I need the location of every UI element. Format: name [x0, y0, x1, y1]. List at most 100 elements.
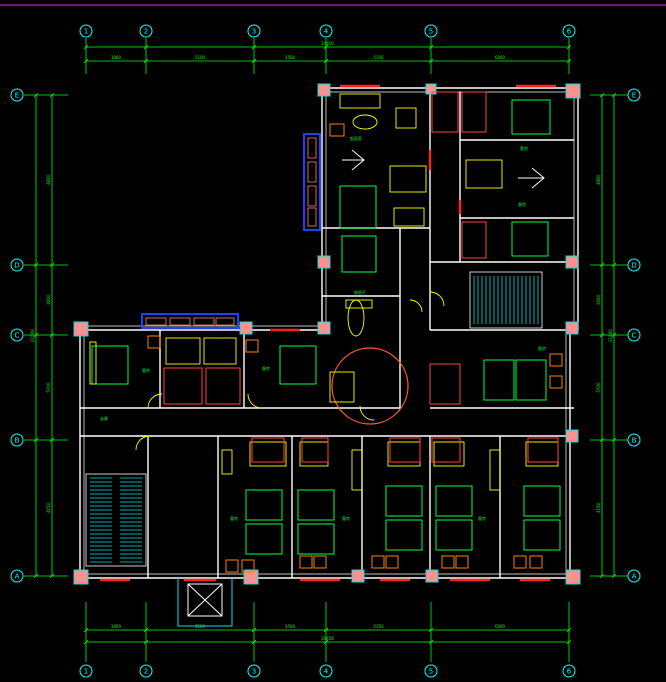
- dimension-tick: [566, 44, 572, 50]
- axis-bubble: [10, 433, 24, 447]
- axis-bubble-label: C: [632, 332, 637, 340]
- axis-bubble-label: 3: [252, 668, 256, 676]
- axis-bubble: [10, 328, 24, 342]
- axis-bubble-label: C: [15, 332, 20, 340]
- dimension-tick: [323, 58, 329, 64]
- axis-bubble-label: 2: [144, 668, 148, 676]
- dimension-segment: 3500: [285, 624, 296, 629]
- dimension-segment: 4800: [596, 174, 601, 185]
- dimension-tick: [49, 262, 55, 268]
- dimension-segment: 3060: [111, 624, 122, 629]
- dimension-tick: [143, 44, 149, 50]
- dimension-tick: [599, 92, 605, 98]
- axis-bubble-label: B: [632, 437, 637, 445]
- dimension-tick: [611, 437, 617, 443]
- dimension-segment: 4150: [46, 502, 51, 513]
- stair-icon: [469, 271, 543, 329]
- dimension-tick: [49, 573, 55, 579]
- dimension-tick: [251, 627, 257, 633]
- door-swing-icon: [135, 291, 445, 451]
- furniture: [89, 93, 559, 491]
- axis-bubble-label: 4: [324, 668, 329, 676]
- axis-bubble: [627, 328, 641, 342]
- dimension-tick: [599, 332, 605, 338]
- axis-bubble: [627, 433, 641, 447]
- axis-bubble: [139, 664, 153, 678]
- axis-bubble: [627, 258, 641, 272]
- label-bedroom: 客房: [518, 201, 526, 207]
- entry-circle: [331, 347, 409, 425]
- columns: [73, 83, 581, 585]
- dimension-tick: [611, 92, 617, 98]
- windows: [141, 133, 321, 329]
- dimension-tick: [323, 639, 329, 645]
- label-living: 起居室: [350, 135, 362, 141]
- axis-bubble: [247, 24, 261, 38]
- axis-bubble-label: A: [15, 573, 20, 581]
- axis-bubble-label: 6: [567, 28, 572, 36]
- chairs: [147, 123, 563, 573]
- axis-bubble: [79, 24, 93, 38]
- north-arrow-icon: [342, 149, 545, 189]
- dimension-segment: 5100: [195, 55, 206, 60]
- axis-bubble: [79, 664, 93, 678]
- axis-bubble: [424, 24, 438, 38]
- entry-bay: [177, 578, 233, 627]
- bathroom-fixtures: [163, 91, 559, 463]
- label-lounge: 休息厅: [354, 289, 366, 295]
- axis-bubble-label: E: [15, 92, 19, 100]
- dimension-overall: 21450: [321, 636, 334, 641]
- dimension-tick: [428, 627, 434, 633]
- beds: [91, 99, 561, 555]
- axis-bubble-label: 4: [324, 28, 329, 36]
- dimension-tick: [143, 639, 149, 645]
- dimension-tick: [33, 262, 39, 268]
- axis-bubble: [10, 258, 24, 272]
- axis-bubble: [319, 664, 333, 678]
- dimension-tick: [251, 58, 257, 64]
- dimension-tick: [83, 44, 89, 50]
- dimension-tick: [49, 92, 55, 98]
- axis-bubble-label: B: [15, 437, 20, 445]
- label-room-f: 客房: [538, 345, 546, 351]
- dimension-tick: [83, 627, 89, 633]
- door-accents: [100, 84, 556, 582]
- axis-bubble: [627, 569, 641, 583]
- room-labels: 起居室 套房 客房 休息厅 走廊 客房 客房 客房 客房 客房 客房: [100, 135, 546, 521]
- axis-bubble-label: 3: [252, 28, 256, 36]
- dimension-tick: [566, 639, 572, 645]
- axis-bubble: [562, 24, 576, 38]
- dimension-segment: 3600: [596, 294, 601, 305]
- dimension-segment: 6000: [495, 624, 506, 629]
- dimension-segment: 5350: [373, 55, 384, 60]
- axis-bubble: [424, 664, 438, 678]
- axis-bubble-label: D: [14, 262, 19, 270]
- dimension-segment: 5700: [596, 382, 601, 393]
- dimension-tick: [251, 639, 257, 645]
- axis-bubble-label: 6: [567, 668, 572, 676]
- dimension-tick: [428, 44, 434, 50]
- dimension-tick: [83, 58, 89, 64]
- stair-icon-left: [85, 473, 147, 567]
- dimension-segment: 6000: [495, 55, 506, 60]
- dimension-tick: [611, 262, 617, 268]
- axis-bubble-label: A: [632, 573, 637, 581]
- dimension-segment: 5350: [373, 624, 384, 629]
- dimension-tick: [599, 573, 605, 579]
- axis-bubble-label: D: [631, 262, 636, 270]
- axis-bubble-label: 1: [84, 28, 88, 36]
- axis-bubble: [10, 88, 24, 102]
- dimension-tick: [251, 44, 257, 50]
- dimension-tick: [323, 44, 329, 50]
- dimension-tick: [323, 627, 329, 633]
- dimension-tick: [566, 627, 572, 633]
- dimension-tick: [599, 262, 605, 268]
- dimension-segment: 5700: [46, 382, 51, 393]
- window-frames: [145, 137, 317, 326]
- dimension-tick: [49, 437, 55, 443]
- dimension-tick: [33, 437, 39, 443]
- axis-bubble-label: 2: [144, 28, 148, 36]
